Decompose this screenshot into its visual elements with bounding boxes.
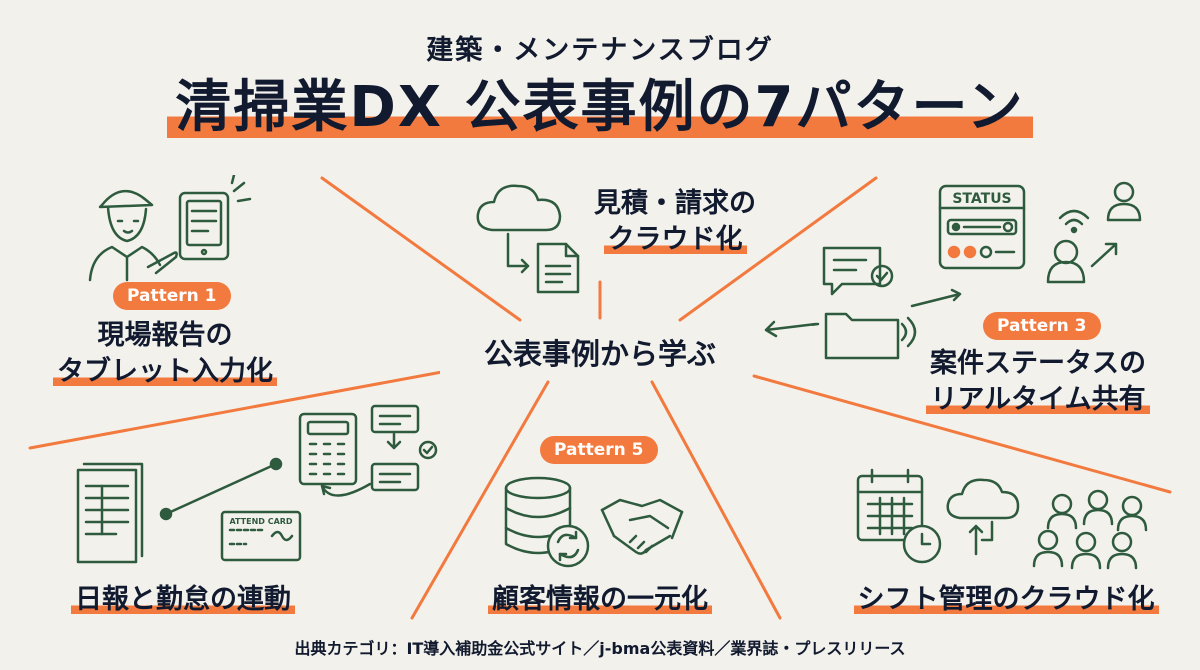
users-wifi-icon	[1046, 181, 1142, 284]
pattern-3-badge: Pattern 3	[983, 312, 1101, 340]
pattern-1-badge: Pattern 1	[113, 282, 231, 310]
report-icon	[76, 462, 144, 564]
calendar-clock-icon	[856, 468, 942, 564]
connector-line	[410, 380, 550, 620]
center-label: 公表事例から学ぶ	[440, 334, 760, 374]
shift-illustration	[856, 468, 1148, 570]
worker-icon	[88, 190, 178, 282]
connector-line	[28, 370, 444, 450]
status-sharing-illustration: STATUS	[812, 181, 1142, 360]
connector-line	[678, 176, 878, 322]
pattern-6-text: シフト管理のクラウド化	[853, 584, 1159, 615]
handshake-icon	[600, 498, 684, 555]
page-title: 清掃業DX 公表事例の7パターン	[167, 72, 1033, 144]
status-panel-icon	[938, 184, 1026, 270]
cloud-document-icon	[476, 184, 580, 294]
pattern-4-text: 日報と勤怠の連動	[71, 584, 295, 615]
pattern-3-label: 案件ステータスの リアルタイム共有	[908, 346, 1168, 418]
pattern-6-label: シフト管理のクラウド化	[836, 582, 1176, 618]
pattern-1-line2: タブレット入力化	[53, 356, 277, 387]
pattern-5-label: 顧客情報の一元化	[466, 582, 734, 618]
attendance-illustration: ATTEND CARD	[76, 404, 438, 564]
pattern-2-label: 見積・請求の クラウド化	[585, 186, 765, 258]
pattern-5-badge: Pattern 5	[540, 436, 658, 464]
calculator-flow-icon	[298, 404, 438, 497]
team-icon	[1032, 489, 1148, 570]
pattern-2-line1: 見積・請求の	[594, 188, 756, 219]
connector-line	[650, 380, 782, 620]
cloud-upload-icon	[946, 478, 1020, 556]
pattern-1-label: 現場報告の タブレット入力化	[40, 318, 290, 390]
pattern-1-line1: 現場報告の	[97, 320, 233, 351]
customer-illustration	[504, 476, 684, 568]
pattern-2-line2: クラウド化	[603, 224, 747, 255]
pattern-4-label: 日報と勤怠の連動	[48, 582, 318, 618]
connector-line	[320, 176, 522, 322]
status-panel-text: STATUS	[952, 191, 1011, 207]
arrow-left-icon	[764, 320, 818, 338]
database-sync-icon	[504, 476, 590, 568]
pattern-3-line1: 案件ステータスの	[930, 348, 1146, 379]
blog-subtitle: 建築・メンテナンスブログ	[426, 35, 774, 66]
tablet-icon	[178, 175, 252, 261]
worker-tablet-illustration	[88, 175, 252, 282]
attend-card-text: ATTEND CARD	[229, 517, 292, 526]
pattern-5-text: 顧客情報の一元化	[488, 584, 712, 615]
attend-card-icon	[220, 510, 302, 562]
chat-folder-icon	[812, 246, 962, 360]
pattern-3-line2: リアルタイム共有	[926, 384, 1150, 415]
source-footer: 出典カテゴリ：IT導入補助金公式サイト／j-bma公表資料／業界誌・プレスリリー…	[294, 639, 906, 658]
connector-line	[752, 374, 1172, 494]
